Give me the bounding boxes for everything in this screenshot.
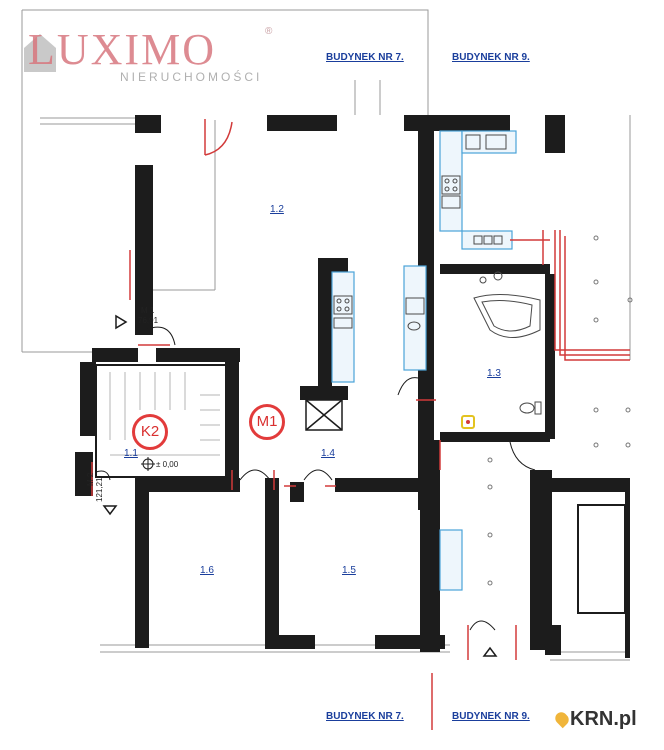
room-label-1-3: 1.3 bbox=[487, 368, 501, 379]
marker-m1-value: 76,91 bbox=[138, 316, 159, 325]
room-label-1-4: 1.4 bbox=[321, 448, 335, 459]
logo-tagline: NIERUCHOMOŚCI bbox=[120, 70, 263, 84]
logo-registered: ® bbox=[265, 26, 273, 37]
marker-m1-label: M 1 bbox=[141, 306, 155, 315]
level-symbol bbox=[141, 457, 155, 471]
krn-watermark: KRN.pl bbox=[570, 708, 637, 730]
marker-m2-label: M 2 bbox=[86, 472, 95, 486]
room-label-1-5: 1.5 bbox=[342, 565, 356, 576]
room-label-1-2: 1.2 bbox=[270, 204, 284, 215]
fixture-details bbox=[333, 134, 542, 415]
room-label-1-6: 1.6 bbox=[200, 565, 214, 576]
logo-brand: LUXIMO bbox=[28, 25, 216, 74]
socket-marker bbox=[461, 415, 475, 429]
background-outline bbox=[21, 9, 631, 661]
building-label-7-top: BUDYNEK NR 7. bbox=[326, 52, 404, 63]
building-label-7-bottom: BUDYNEK NR 7. bbox=[326, 711, 404, 722]
room-label-1-1: 1.1 bbox=[124, 448, 138, 459]
stairs bbox=[109, 372, 220, 456]
inner-walls bbox=[95, 364, 626, 614]
badge-k2: K2 bbox=[132, 414, 168, 450]
door-arcs bbox=[95, 326, 536, 631]
walls bbox=[75, 115, 630, 658]
marker-m2-value: 121,21 bbox=[95, 477, 104, 502]
elevator-shaft bbox=[305, 399, 343, 431]
entrance-markers bbox=[102, 314, 498, 657]
building-label-9-bottom: BUDYNEK NR 9. bbox=[452, 711, 530, 722]
red-accents bbox=[91, 119, 630, 730]
building-label-9-top: BUDYNEK NR 9. bbox=[452, 52, 530, 63]
level-value: ± 0,00 bbox=[156, 460, 179, 469]
ceiling-dots bbox=[487, 235, 633, 586]
logo-house-icon bbox=[24, 34, 56, 72]
badge-m1: M1 bbox=[249, 404, 285, 440]
